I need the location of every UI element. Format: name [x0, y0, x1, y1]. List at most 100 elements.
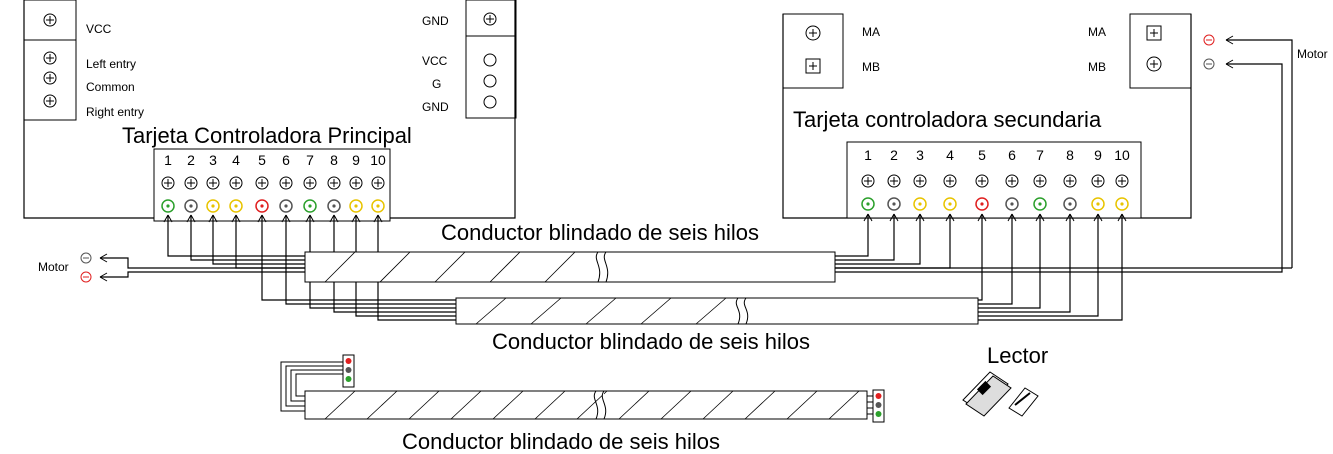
terminal-screw	[943, 174, 957, 188]
terminal-number: 2	[187, 152, 195, 168]
traffic-light-icon	[872, 389, 885, 423]
terminal-screw	[1115, 174, 1129, 188]
main-label-right-entry: Right entry	[86, 105, 144, 119]
terminal-indicator	[1091, 197, 1105, 211]
main-label-g: G	[432, 77, 441, 91]
terminal-indicator	[1115, 197, 1129, 211]
cable-2-label: Conductor blindado de seis hilos	[492, 329, 810, 354]
terminal-indicator	[184, 199, 198, 213]
terminal-indicator	[1005, 197, 1019, 211]
terminal-indicator	[975, 197, 989, 211]
reader: Lector	[962, 343, 1048, 417]
terminal-indicator	[255, 199, 269, 213]
secondary-board-title: Tarjeta controladora secundaria	[793, 107, 1102, 132]
terminal-screw	[206, 176, 220, 190]
main-label-gnd-top: GND	[422, 14, 449, 28]
main-label-left-entry: Left entry	[86, 57, 136, 71]
sec-screw-mb-left	[805, 58, 821, 74]
terminal-screw	[371, 176, 385, 190]
terminal-screw	[913, 174, 927, 188]
terminal-number: 2	[890, 147, 898, 163]
motor-left-label: Motor	[38, 260, 69, 274]
terminal-indicator	[913, 197, 927, 211]
sec-label-ma-right: MA	[1088, 25, 1106, 39]
terminal-indicator	[1063, 197, 1077, 211]
main-left-screws	[43, 13, 57, 108]
terminal-indicator	[229, 199, 243, 213]
traffic-light-icon	[342, 354, 355, 388]
sec-label-mb-right: MB	[1088, 60, 1106, 74]
terminal-screw	[327, 176, 341, 190]
cable-3: Conductor blindado de seis hilos	[280, 361, 880, 454]
terminal-screw	[1063, 174, 1077, 188]
terminal-screw	[303, 176, 317, 190]
terminal-number: 4	[232, 152, 240, 168]
main-controller-board: VCC Left entry Common Right entry GND VC…	[23, 0, 517, 222]
main-label-gnd-bottom: GND	[422, 100, 449, 114]
terminal-indicator	[887, 197, 901, 211]
main-label-vcc: VCC	[86, 22, 112, 36]
main-right-terminals	[483, 12, 497, 109]
main-terminal-indicators	[161, 199, 385, 213]
terminal-number: 1	[864, 147, 872, 163]
terminal-indicator	[206, 199, 220, 213]
terminal-indicator	[1033, 197, 1047, 211]
terminal-screw	[861, 174, 875, 188]
terminal-screw	[161, 176, 175, 190]
terminal-number: 8	[1066, 147, 1074, 163]
terminal-indicator	[371, 199, 385, 213]
terminal-screw	[255, 176, 269, 190]
sec-label-mb-left: MB	[862, 60, 880, 74]
motor-right: Motor	[1203, 34, 1328, 268]
sec-screw-ma-left	[805, 25, 821, 41]
terminal-indicator	[303, 199, 317, 213]
sec-terminal-screws	[861, 174, 1129, 188]
terminal-number: 7	[1036, 147, 1044, 163]
main-label-vcc-right: VCC	[422, 54, 448, 68]
main-terminal-screws	[161, 176, 385, 190]
terminal-number: 9	[1094, 147, 1102, 163]
terminal-number: 7	[306, 152, 314, 168]
sec-terminal-indicators	[861, 197, 1129, 211]
cable-1: Conductor blindado de seis hilos	[304, 220, 836, 283]
terminal-number: 3	[209, 152, 217, 168]
terminal-screw	[887, 174, 901, 188]
terminal-indicator	[349, 199, 363, 213]
terminal-screw	[184, 176, 198, 190]
terminal-screw	[1091, 174, 1105, 188]
terminal-screw	[1005, 174, 1019, 188]
terminal-number: 8	[330, 152, 338, 168]
terminal-number: 3	[916, 147, 924, 163]
terminal-screw	[279, 176, 293, 190]
terminal-screw	[975, 174, 989, 188]
terminal-number: 10	[1114, 147, 1130, 163]
terminal-indicator	[943, 197, 957, 211]
terminal-number: 1	[164, 152, 172, 168]
card-reader-icon	[962, 371, 1039, 417]
terminal-indicator	[279, 199, 293, 213]
board-wires	[163, 213, 1127, 321]
terminal-indicator	[161, 199, 175, 213]
terminal-number: 6	[282, 152, 290, 168]
terminal-screw	[349, 176, 363, 190]
terminal-screw	[1033, 174, 1047, 188]
cable-1-label: Conductor blindado de seis hilos	[441, 220, 759, 245]
sec-screw-mb-right	[1146, 56, 1162, 72]
motor-right-label: Motor	[1297, 47, 1328, 61]
terminal-number: 9	[352, 152, 360, 168]
terminal-number: 4	[946, 147, 954, 163]
sec-screw-ma-right	[1146, 25, 1162, 41]
terminal-indicator	[327, 199, 341, 213]
terminal-number: 5	[258, 152, 266, 168]
terminal-indicator	[861, 197, 875, 211]
main-label-common: Common	[86, 80, 135, 94]
sec-label-ma-left: MA	[862, 25, 880, 39]
terminal-number: 10	[370, 152, 386, 168]
terminal-number: 5	[978, 147, 986, 163]
cable-3-label: Conductor blindado de seis hilos	[402, 429, 720, 454]
main-board-title: Tarjeta Controladora Principal	[122, 123, 412, 148]
secondary-controller-board: MA MB MA MB Tarjeta controladora secunda…	[782, 13, 1192, 219]
